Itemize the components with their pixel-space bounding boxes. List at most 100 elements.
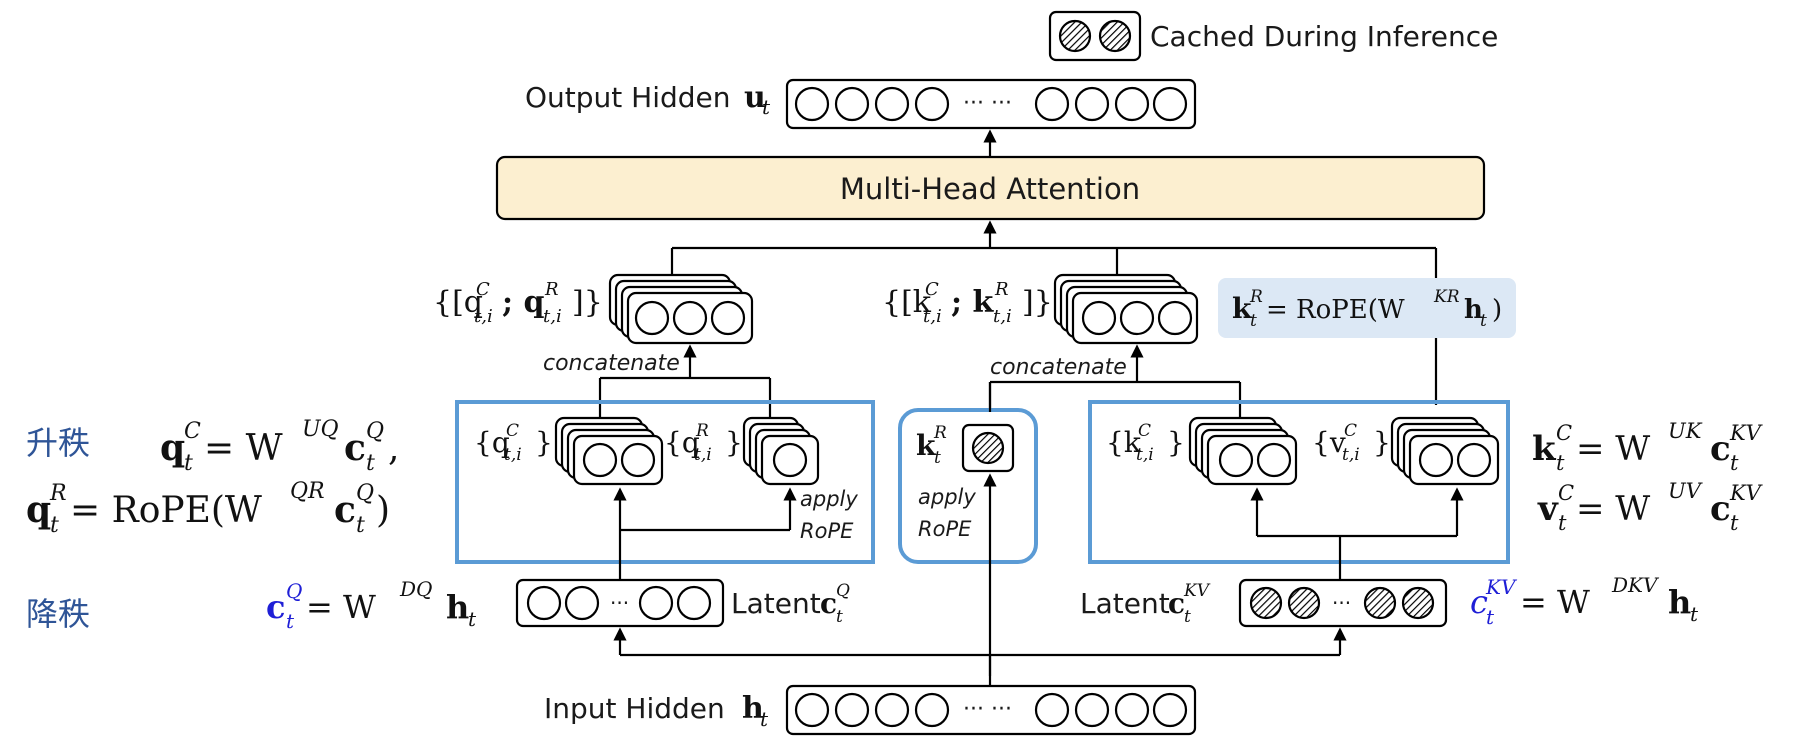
output-hidden: Output Hidden u t ··· ··· — [525, 78, 1197, 130]
svg-text:; k: ; k — [951, 285, 995, 320]
svg-text:c: c — [1710, 429, 1731, 469]
attention-box — [495, 155, 1486, 221]
input-ellipsis: ··· ··· — [963, 697, 1012, 722]
svg-text:t: t — [50, 513, 59, 538]
svg-text:c: c — [1168, 587, 1185, 620]
svg-text:Q: Q — [366, 419, 384, 444]
svg-text:R: R — [933, 423, 947, 443]
eq-vc: v C t = W UV c KV t — [1537, 479, 1763, 535]
svg-text:Q: Q — [836, 581, 850, 601]
svg-text:k: k — [916, 429, 936, 462]
svg-text:): ) — [376, 490, 390, 531]
svg-text:DKV: DKV — [1611, 573, 1660, 597]
qc-heads-stack — [554, 416, 664, 486]
svg-text:t: t — [1486, 605, 1495, 629]
svg-text:Q: Q — [356, 481, 374, 506]
legend: Cached During Inference — [1048, 10, 1498, 62]
svg-text:c: c — [1470, 583, 1488, 621]
svg-text:): ) — [1492, 295, 1502, 325]
svg-text:t,i: t,i — [923, 306, 942, 327]
kr-label: k R t — [916, 423, 947, 468]
svg-text:DQ: DQ — [399, 577, 432, 601]
svg-text:c: c — [266, 588, 285, 626]
input-sub: t — [760, 707, 769, 731]
svg-text:v: v — [1537, 489, 1559, 529]
svg-text:}: } — [535, 426, 553, 459]
eq-qc: q C t = W UQ c Q t , — [160, 417, 399, 476]
down-rank-label: 降秩 — [26, 595, 90, 633]
output-label: Output Hidden — [525, 81, 731, 114]
svg-text:UQ: UQ — [302, 417, 339, 442]
svg-text:R: R — [695, 421, 709, 441]
up-rank-label: 升秩 — [26, 424, 90, 462]
latent-q: ··· Latent c Q t — [515, 578, 850, 628]
cached-circle-icon — [1058, 19, 1092, 53]
svg-text:h: h — [446, 588, 469, 626]
svg-text:]}: ]} — [572, 285, 603, 320]
eq-qr: q R t = RoPE(W QR c Q t ) — [26, 479, 390, 538]
latent-kv: Latent c KV t ··· — [1080, 578, 1448, 628]
svg-text:R: R — [994, 279, 1009, 300]
svg-text:UV: UV — [1668, 479, 1703, 503]
svg-text:k: k — [1232, 292, 1252, 325]
svg-text:}: } — [1373, 426, 1391, 459]
svg-text:R: R — [544, 279, 559, 300]
svg-text:···: ··· — [610, 591, 629, 615]
svg-text:{v: {v — [1312, 426, 1346, 459]
svg-text:t,i: t,i — [993, 306, 1012, 327]
svg-text:= W: = W — [1520, 583, 1590, 621]
svg-text:t,i: t,i — [1342, 445, 1360, 465]
latent-kv-label: Latent — [1080, 587, 1170, 620]
latent-q-vector — [515, 578, 725, 628]
query-upproj-box — [455, 400, 875, 564]
svg-text:= W: = W — [1576, 429, 1650, 469]
svg-text:t: t — [468, 607, 477, 631]
apply-rope-k-1: apply — [918, 485, 976, 509]
svg-text:}: } — [725, 426, 743, 459]
svg-text:k: k — [1532, 429, 1557, 469]
kr-rope-box — [898, 408, 1038, 564]
vc-heads-stack — [1390, 416, 1500, 486]
eq-kc: k C t = W UK c KV t — [1532, 419, 1763, 475]
svg-text:t: t — [1730, 511, 1739, 535]
kc-heads-label: {k C t,i } — [1106, 421, 1185, 465]
qc-heads-label: {q C t,i } — [474, 421, 553, 465]
svg-text:{[q: {[q — [433, 285, 483, 320]
query-concat-stack — [608, 273, 754, 345]
svg-text:t: t — [184, 451, 193, 476]
svg-text:]}: ]} — [1022, 285, 1053, 320]
svg-text:}: } — [1167, 426, 1185, 459]
concat-right-label: concatenate — [990, 355, 1127, 380]
svg-text:c: c — [1710, 489, 1731, 529]
svg-text:t: t — [356, 513, 365, 538]
svg-text:C: C — [476, 279, 490, 300]
svg-text:= W: = W — [1576, 489, 1650, 529]
svg-text:KR: KR — [1433, 287, 1460, 307]
svg-text:q: q — [160, 427, 185, 469]
svg-text:c: c — [820, 587, 837, 620]
svg-text:t,i: t,i — [1136, 445, 1154, 465]
latent-q-label: Latent — [731, 587, 821, 620]
svg-text:C: C — [1138, 421, 1151, 441]
svg-text:t: t — [1558, 511, 1567, 535]
svg-text:c: c — [344, 427, 366, 469]
svg-text:t,i: t,i — [504, 445, 522, 465]
query-concat-label: {[q C t,i ; q R t,i ]} — [433, 279, 603, 327]
svg-text:t: t — [366, 451, 375, 476]
svg-text:C: C — [184, 419, 201, 444]
svg-text:t: t — [1184, 607, 1191, 627]
svg-text:C: C — [1344, 421, 1357, 441]
svg-text:t: t — [1730, 451, 1739, 475]
qr-heads-stack — [742, 416, 820, 486]
kr-cached-circle-icon — [971, 431, 1005, 465]
eq-ckv: c KV t = W DKV h t — [1470, 573, 1699, 629]
svg-text:; q: ; q — [502, 285, 545, 320]
svg-text:t,i: t,i — [474, 306, 493, 327]
attention-label: Multi-Head Attention — [840, 172, 1140, 206]
kc-heads-stack — [1188, 416, 1298, 486]
output-ellipsis: ··· ··· — [963, 91, 1012, 116]
vc-heads-label: {v C t,i } — [1312, 421, 1391, 465]
cached-circle-icon — [1098, 19, 1132, 53]
svg-text:C: C — [925, 279, 939, 300]
